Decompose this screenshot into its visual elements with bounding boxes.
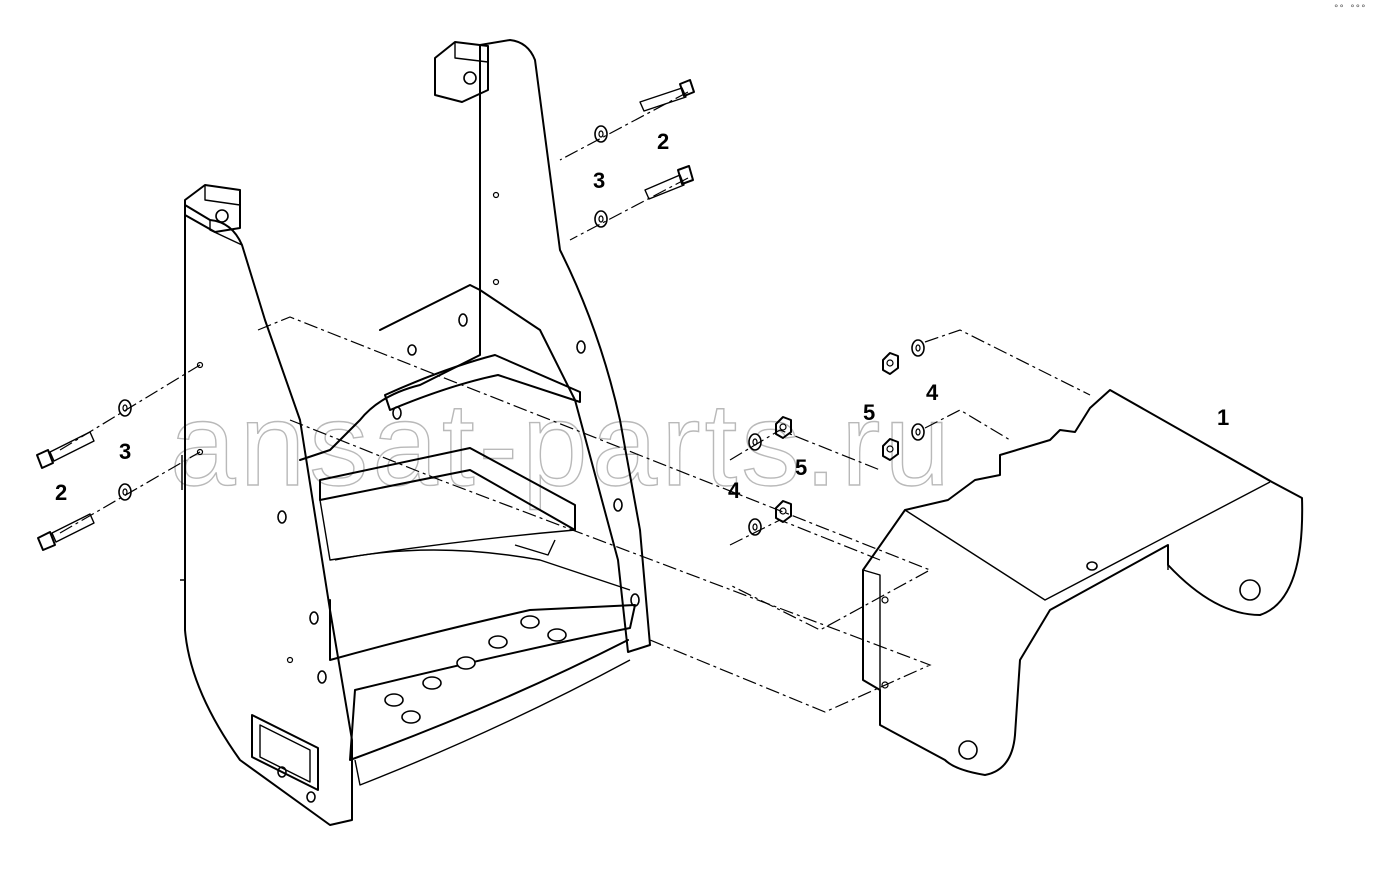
nut-icon [775,352,899,523]
assembly-lines [59,91,1091,713]
upper-bracket [299,284,481,461]
left-upright-plate [184,204,353,826]
bolt-lower-right [644,165,694,200]
washer-icon [118,125,925,536]
mounting-bracket [862,389,1304,776]
callout-4-upper: 4 [926,380,939,405]
callout-4-lower: 4 [728,478,741,503]
callout-5-lower: 5 [795,455,807,480]
bolt-lower-left [37,513,95,551]
corner-mark: °° °°° [1333,4,1366,14]
callout-2-left: 2 [55,480,67,505]
upper-step-tread [384,354,581,411]
handle-slot [251,714,319,791]
callout-5-upper: 5 [863,400,875,425]
callout-3-left: 3 [119,439,131,464]
callout-3-right: 3 [593,168,605,193]
bolt-upper-left [36,431,95,469]
watermark-text: ansat-parts.ru [170,379,954,511]
callout-2-right: 2 [657,129,669,154]
bolt-upper-right [639,79,695,112]
step-frame [180,39,651,826]
bracket-body [862,389,1304,776]
lower-step-tread [329,599,636,761]
left-top-block [184,184,241,233]
right-upright-plate [479,39,651,653]
callout-1: 1 [1217,405,1229,430]
